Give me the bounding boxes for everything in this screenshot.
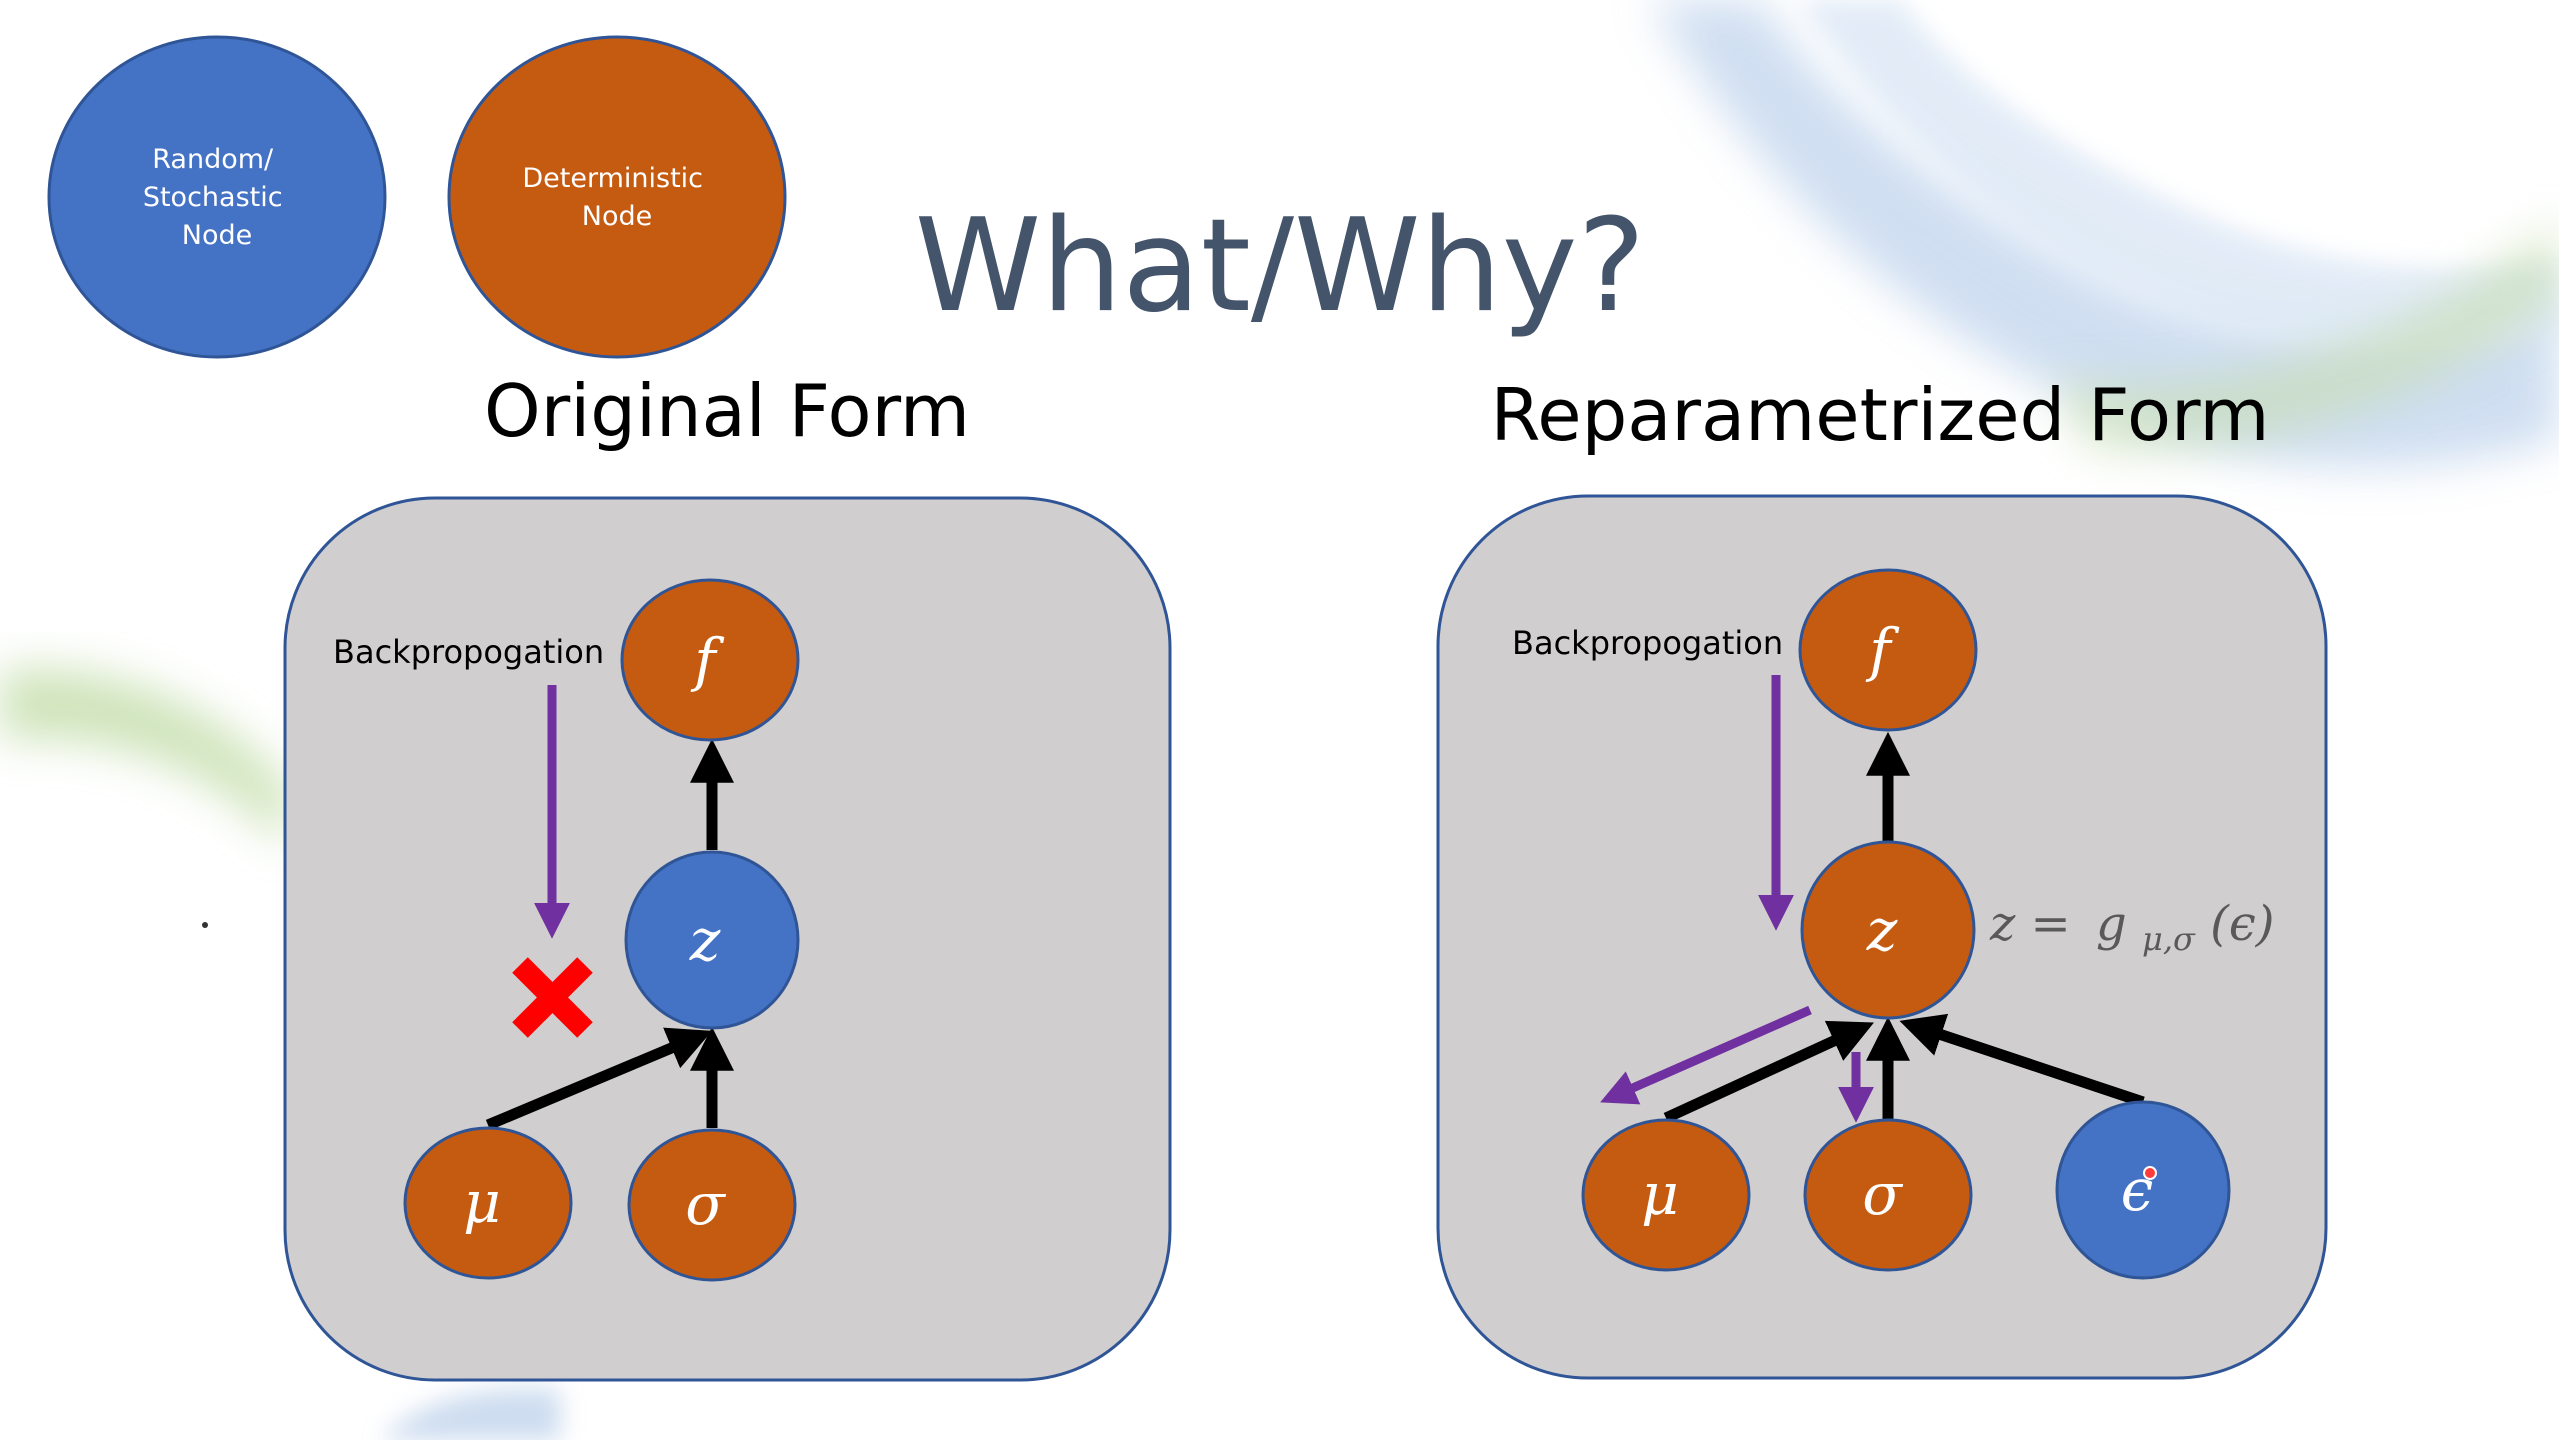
green-swoosh-right bbox=[2050, 220, 2559, 452]
reparam-node-sigma-label: σ bbox=[1862, 1160, 1903, 1228]
legend-deterministic-node bbox=[447, 35, 787, 359]
reparam-node-z-label: z bbox=[1866, 896, 1898, 964]
page-title: What/Why? bbox=[915, 192, 1646, 341]
legend-deterministic-label: Deterministic Node bbox=[522, 163, 711, 232]
original-form-panel: Backpropogation f z μ σ bbox=[283, 496, 1172, 1382]
original-node-f bbox=[620, 578, 800, 742]
legend-random-node bbox=[47, 35, 387, 359]
reparam-node-sigma bbox=[1803, 1118, 1973, 1272]
original-node-sigma-label: σ bbox=[685, 1170, 726, 1238]
stray-dot bbox=[202, 922, 208, 928]
reparam-backprop-arrow-mu bbox=[1600, 1005, 1812, 1105]
pointer-dot-icon bbox=[2143, 1166, 2157, 1180]
legend-random-label: Random/ Stochastic Node bbox=[143, 144, 291, 251]
green-swoosh-left bbox=[0, 668, 290, 850]
reparametrized-form-heading: Reparametrized Form bbox=[1491, 373, 2270, 457]
reparam-node-z bbox=[1800, 840, 1976, 1020]
reparametrized-form-panel: Backpropogation f z μ σ ϵ z = g μ,σ (ϵ) bbox=[1436, 494, 2328, 1380]
reparam-equation: z = g μ,σ (ϵ) bbox=[1989, 896, 2274, 962]
original-form-heading: Original Form bbox=[484, 369, 970, 453]
legend: Random/ Stochastic Node Deterministic No… bbox=[47, 35, 787, 359]
reparam-edge-epsilon-z bbox=[1899, 1013, 2145, 1108]
reparam-backprop-label: Backpropogation bbox=[1512, 624, 1783, 662]
original-node-sigma bbox=[627, 1128, 797, 1282]
reparam-node-f bbox=[1798, 568, 1978, 732]
blocked-gradient-x-icon bbox=[512, 957, 593, 1038]
reparam-node-mu-label: μ bbox=[1641, 1160, 1679, 1228]
original-backprop-label: Backpropogation bbox=[333, 633, 604, 671]
original-node-z-label: z bbox=[689, 906, 721, 974]
blue-swoosh-bottom bbox=[380, 1389, 560, 1440]
original-edge-mu-z bbox=[485, 1027, 713, 1131]
original-node-mu bbox=[403, 1126, 573, 1280]
reparam-node-mu bbox=[1581, 1118, 1751, 1272]
reparam-edge-mu-z bbox=[1663, 1020, 1874, 1123]
original-node-z bbox=[624, 850, 800, 1030]
reparam-node-epsilon bbox=[2055, 1100, 2231, 1280]
original-node-mu-label: μ bbox=[463, 1168, 501, 1236]
